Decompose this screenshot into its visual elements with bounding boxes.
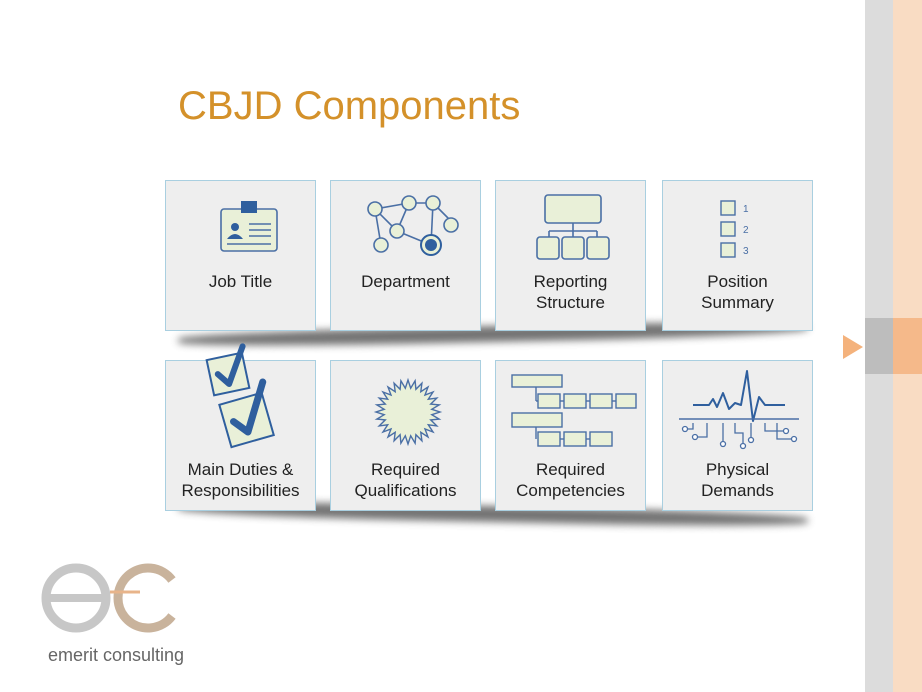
seal-starburst-icon <box>373 377 443 447</box>
tile-label-line-1: Department <box>361 272 450 291</box>
tile-label-line-1: Main Duties & <box>187 460 294 479</box>
checklist-number-1: 1 <box>743 204 749 215</box>
network-icon <box>367 195 459 256</box>
flowchart-icon <box>511 374 637 447</box>
tile-label-line-2: Qualifications <box>354 481 457 500</box>
pulse-circuit-icon <box>679 370 799 450</box>
tile-label-line-2: Competencies <box>516 481 625 500</box>
tile-label-line-2: Structure <box>536 293 605 312</box>
tile-label: Reporting Structure <box>496 271 645 313</box>
checklist-number-2: 2 <box>743 225 749 236</box>
tile-reporting-structure[interactable]: Reporting Structure <box>495 180 646 331</box>
tile-label-line-2: Summary <box>701 293 774 312</box>
checkmark-boxes-icon <box>205 343 275 449</box>
tile-label: Job Title <box>166 271 315 292</box>
numbered-checklist-icon: 1 2 3 <box>720 200 749 258</box>
tile-position-summary[interactable]: 1 2 3 Position Summary <box>662 180 813 331</box>
checklist-number-3: 3 <box>743 246 749 257</box>
id-badge-icon <box>220 201 278 252</box>
slide-title: CBJD Components <box>178 84 521 128</box>
ec-logo-icon <box>41 563 176 633</box>
tile-label-line-1: Reporting <box>533 272 608 291</box>
tile-required-competencies[interactable]: Required Competencies <box>495 360 646 511</box>
tile-label-line-1: Physical <box>705 460 770 479</box>
side-band-gray <box>865 318 893 374</box>
tile-label: Required Qualifications <box>331 459 480 501</box>
tile-department[interactable]: Department <box>330 180 481 331</box>
org-chart-icon <box>536 194 610 260</box>
tile-physical-demands[interactable]: Physical Demands <box>662 360 813 511</box>
next-arrow-icon[interactable] <box>843 335 863 359</box>
tile-label-line-1: Position <box>707 272 768 291</box>
tile-label: Main Duties & Responsibilities <box>166 459 315 501</box>
tile-label-line-1: Required <box>371 460 440 479</box>
company-name: emerit consulting <box>48 645 185 665</box>
tile-label-line-1: Required <box>536 460 605 479</box>
tile-job-title[interactable]: Job Title <box>165 180 316 331</box>
tile-label-line-1: Job Title <box>208 272 273 291</box>
tile-label-line-2: Responsibilities <box>181 481 300 500</box>
side-band-peach <box>893 318 922 374</box>
tile-label: Position Summary <box>663 271 812 313</box>
tile-required-qualifications[interactable]: Required Qualifications <box>330 360 481 511</box>
tile-label: Required Competencies <box>496 459 645 501</box>
tile-label: Physical Demands <box>663 459 812 501</box>
tile-label: Department <box>331 271 480 292</box>
tile-label-line-2: Demands <box>701 481 774 500</box>
